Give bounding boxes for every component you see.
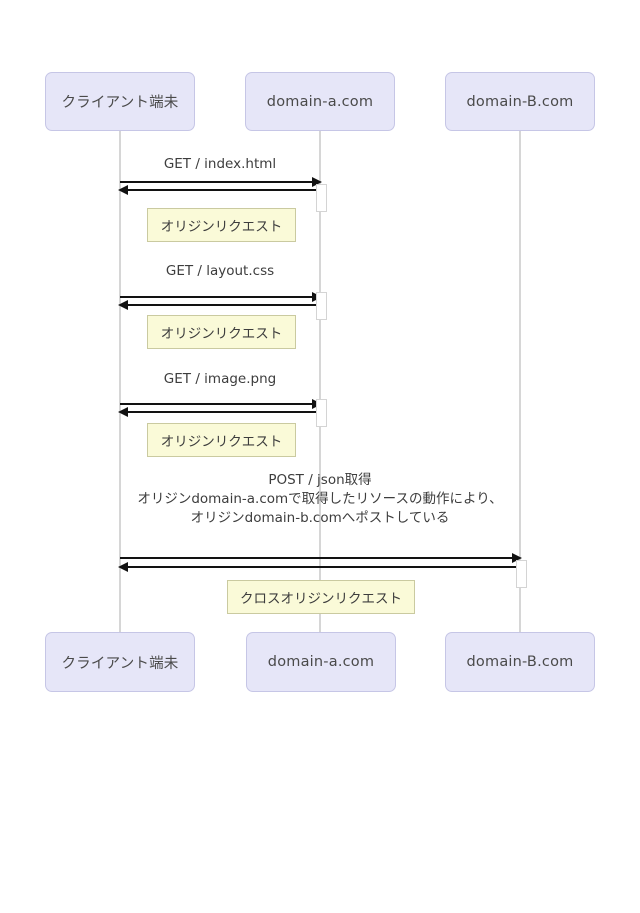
message-arrowhead-return-m1 <box>118 185 128 195</box>
message-arrowhead-forward-m4 <box>512 553 522 563</box>
message-label-m2-line-1: GET / layout.css <box>165 263 275 279</box>
participant-footer-domain-a-label: domain-a.com <box>267 654 375 670</box>
participant-header-domain-a-label: domain-a.com <box>266 93 374 110</box>
participant-footer-client[interactable]: クライアント端未 <box>45 632 195 692</box>
message-arrow-return-m1[interactable] <box>126 189 320 191</box>
message-label-m4-line-3: オリジンdomain-b.comへポストしている <box>190 510 450 526</box>
note-m3-label: オリジンリクエスト <box>160 434 283 450</box>
note-m1-label: オリジンリクエスト <box>160 219 283 235</box>
message-arrow-forward-m1[interactable] <box>120 181 314 183</box>
note-m4[interactable]: クロスオリジンリクエスト <box>227 580 415 614</box>
participant-header-client[interactable]: クライアント端未 <box>45 72 195 131</box>
message-label-m3-line-1: GET / image.png <box>163 371 277 387</box>
message-label-m3: GET / image.png <box>120 370 320 389</box>
message-arrow-return-m3[interactable] <box>126 411 320 413</box>
lifeline-domain-b <box>519 131 521 632</box>
note-m2-label: オリジンリクエスト <box>160 326 283 342</box>
activation-bar-m1 <box>316 184 327 212</box>
activation-bar-m4 <box>516 560 527 588</box>
message-arrowhead-return-m3 <box>118 407 128 417</box>
lifeline-client <box>119 131 121 632</box>
activation-bar-m3 <box>316 399 327 427</box>
note-m3[interactable]: オリジンリクエスト <box>147 423 296 457</box>
participant-header-domain-b-label: domain-B.com <box>466 93 574 110</box>
message-arrowhead-forward-m1 <box>312 177 322 187</box>
participant-footer-client-label: クライアント端未 <box>61 655 179 672</box>
participant-header-domain-b[interactable]: domain-B.com <box>445 72 595 131</box>
message-label-m1-line-1: GET / index.html <box>163 156 277 172</box>
message-arrowhead-return-m4 <box>118 562 128 572</box>
message-arrowhead-return-m2 <box>118 300 128 310</box>
note-m1[interactable]: オリジンリクエスト <box>147 208 296 242</box>
note-m2[interactable]: オリジンリクエスト <box>147 315 296 349</box>
message-label-m2: GET / layout.css <box>120 262 320 281</box>
lifeline-domain-a <box>319 131 321 632</box>
participant-header-domain-a[interactable]: domain-a.com <box>245 72 395 131</box>
participant-footer-domain-b-label: domain-B.com <box>466 654 574 670</box>
participant-footer-domain-b[interactable]: domain-B.com <box>445 632 595 692</box>
message-label-m4-line-1: POST / json取得 <box>268 472 372 488</box>
message-arrow-return-m2[interactable] <box>126 304 320 306</box>
message-label-m1: GET / index.html <box>120 155 320 174</box>
participant-header-client-label: クライアント端未 <box>61 95 179 111</box>
participant-footer-domain-a[interactable]: domain-a.com <box>246 632 396 692</box>
message-label-m4-line-2: オリジンdomain-a.comで取得したリソースの動作により、 <box>137 491 503 507</box>
message-label-m4: POST / json取得 オリジンdomain-a.comで取得したリソースの… <box>70 471 570 528</box>
message-arrow-return-m4[interactable] <box>126 566 520 568</box>
message-arrow-forward-m2[interactable] <box>120 296 314 298</box>
message-arrow-forward-m3[interactable] <box>120 403 314 405</box>
message-arrow-forward-m4[interactable] <box>120 557 514 559</box>
activation-bar-m2 <box>316 292 327 320</box>
note-m4-label: クロスオリジンリクエスト <box>240 591 402 607</box>
